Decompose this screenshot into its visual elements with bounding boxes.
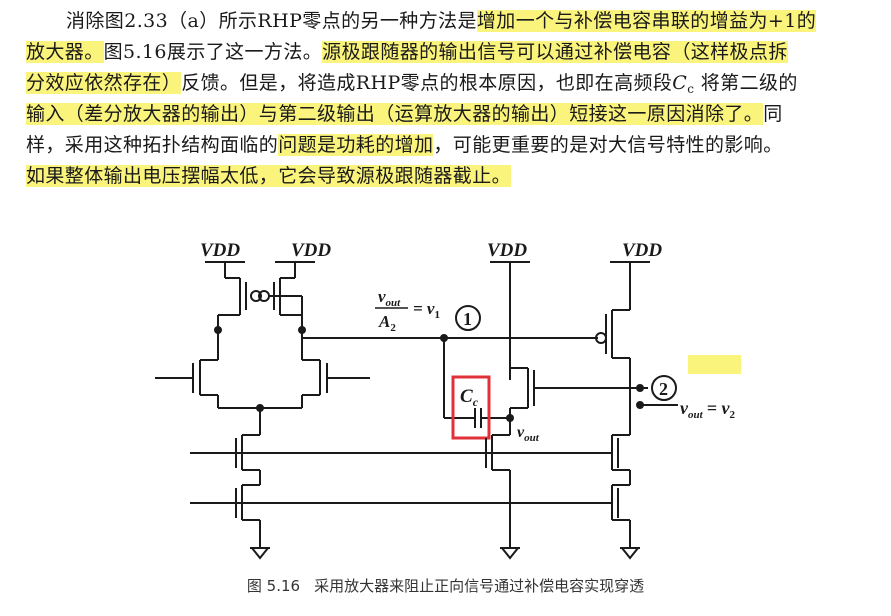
paragraph-line-2: 放大器。图5.16展示了这一方法。源极跟随器的输出信号可以通过补偿电容（这样极点… xyxy=(26,37,866,68)
highlighted-text[interactable]: 如果整体输出电压摆幅太低，它会导致源极跟随器截止。 xyxy=(26,165,512,187)
highlighted-text[interactable]: 分效应依然存在） xyxy=(26,72,182,94)
compensation-capacitor[interactable] xyxy=(444,375,510,440)
math-variable: C xyxy=(672,72,688,94)
circuit-schematic: VDD VDD VDD VDD xyxy=(155,240,735,560)
text-run: 样，采用这种拓扑结构面临的 xyxy=(26,134,279,156)
node1-wire xyxy=(302,334,598,418)
second-stage xyxy=(595,309,678,560)
v1-denominator-sub: 2 xyxy=(390,322,396,334)
node-1-marker xyxy=(455,305,481,331)
v1-numerator-sub: out xyxy=(386,297,402,309)
figure-caption: 图 5.16 采用放大器来阻止正向信号通过补偿电容实现穿透 xyxy=(0,575,891,596)
caption-text: 采用放大器来阻止正向信号通过补偿电容实现穿透 xyxy=(314,577,645,595)
vdd-label-3: VDD xyxy=(487,240,527,261)
highlighted-text[interactable]: 放大器。 xyxy=(26,41,104,63)
text-run: 图5.16展示了这一方法。 xyxy=(103,41,323,63)
highlighted-text[interactable]: 输入（差分放大器的输出）与第二级输出（运算放大器的输出）短接这一原因消除了。 xyxy=(26,103,764,125)
vout-subscript: out xyxy=(524,432,540,444)
highlighted-text[interactable]: 源极跟随器的输出信号可以通过补偿电容（这样极点拆 xyxy=(322,41,788,63)
vdd-label-4: VDD xyxy=(622,240,662,261)
text-run: ，可能更重要的是对大信号特性的影响。 xyxy=(433,134,783,156)
out-equals: = v xyxy=(707,398,731,418)
text-run: 将第二级的 xyxy=(694,72,798,94)
vdd-rails xyxy=(205,261,650,368)
node-2-number: 2 xyxy=(659,379,668,399)
text-run: 反馈。但是，将造成RHP零点的根本原因，也即在高频段 xyxy=(181,72,673,94)
paragraph-line-5: 样，采用这种拓扑结构面临的问题是功耗的增加，可能更重要的是对大信号特性的影响。 xyxy=(26,130,866,161)
math-subscript: c xyxy=(687,82,695,96)
out-symbol: v xyxy=(680,398,689,418)
svg-text:= v1: = v1 xyxy=(413,299,440,321)
highlighted-text[interactable]: 问题是功耗的增加 xyxy=(278,134,434,156)
v1-equals: = v xyxy=(413,299,435,318)
highlight-mark[interactable] xyxy=(688,355,741,374)
cc-symbol: C xyxy=(460,386,473,407)
output-label: vout= v2 xyxy=(680,398,735,421)
v1-numerator: v xyxy=(378,287,386,306)
svg-text:vout: vout xyxy=(378,287,401,309)
caption-number: 图 5.16 xyxy=(246,577,301,595)
highlighted-text[interactable]: 增加一个与补偿电容串联的增益为+1的 xyxy=(476,10,817,32)
out-eq-subscript: 2 xyxy=(729,409,735,421)
v1-denominator: A xyxy=(378,312,390,331)
paragraph-line-1: 消除图2.33（a）所示RHP零点的另一种方法是增加一个与补偿电容串联的增益为+… xyxy=(26,6,866,37)
paragraph-line-3: 分效应依然存在）反馈。但是，将造成RHP零点的根本原因，也即在高频段Cc 将第二… xyxy=(26,68,866,99)
body-paragraph: 消除图2.33（a）所示RHP零点的另一种方法是增加一个与补偿电容串联的增益为+… xyxy=(26,6,866,192)
text-run: 同 xyxy=(763,103,783,125)
svg-text:A2: A2 xyxy=(378,312,396,334)
pmos-load-pair xyxy=(217,278,303,330)
v1-sub: 1 xyxy=(434,309,440,321)
tail-current-source xyxy=(235,408,270,560)
vout-symbol: v xyxy=(517,424,525,441)
node-1-number: 1 xyxy=(463,309,472,329)
node-2-marker xyxy=(651,375,677,401)
vdd-label-2: VDD xyxy=(291,240,331,261)
cc-label: Cc xyxy=(460,386,479,409)
vout-label: vout xyxy=(517,424,540,444)
text-run: 消除图2.33（a）所示RHP零点的另一种方法是 xyxy=(66,10,477,32)
source-follower xyxy=(485,367,640,560)
paragraph-line-4: 输入（差分放大器的输出）与第二级输出（运算放大器的输出）短接这一原因消除了。同 xyxy=(26,99,866,130)
out-subscript: out xyxy=(688,409,704,421)
diff-input-pair xyxy=(155,326,370,412)
node1-expression: vout A2 = v1 xyxy=(375,287,440,334)
cc-subscript: c xyxy=(473,395,479,409)
vdd-label-1: VDD xyxy=(200,240,240,261)
paragraph-line-6: 如果整体输出电压摆幅太低，它会导致源极跟随器截止。 xyxy=(26,161,866,192)
